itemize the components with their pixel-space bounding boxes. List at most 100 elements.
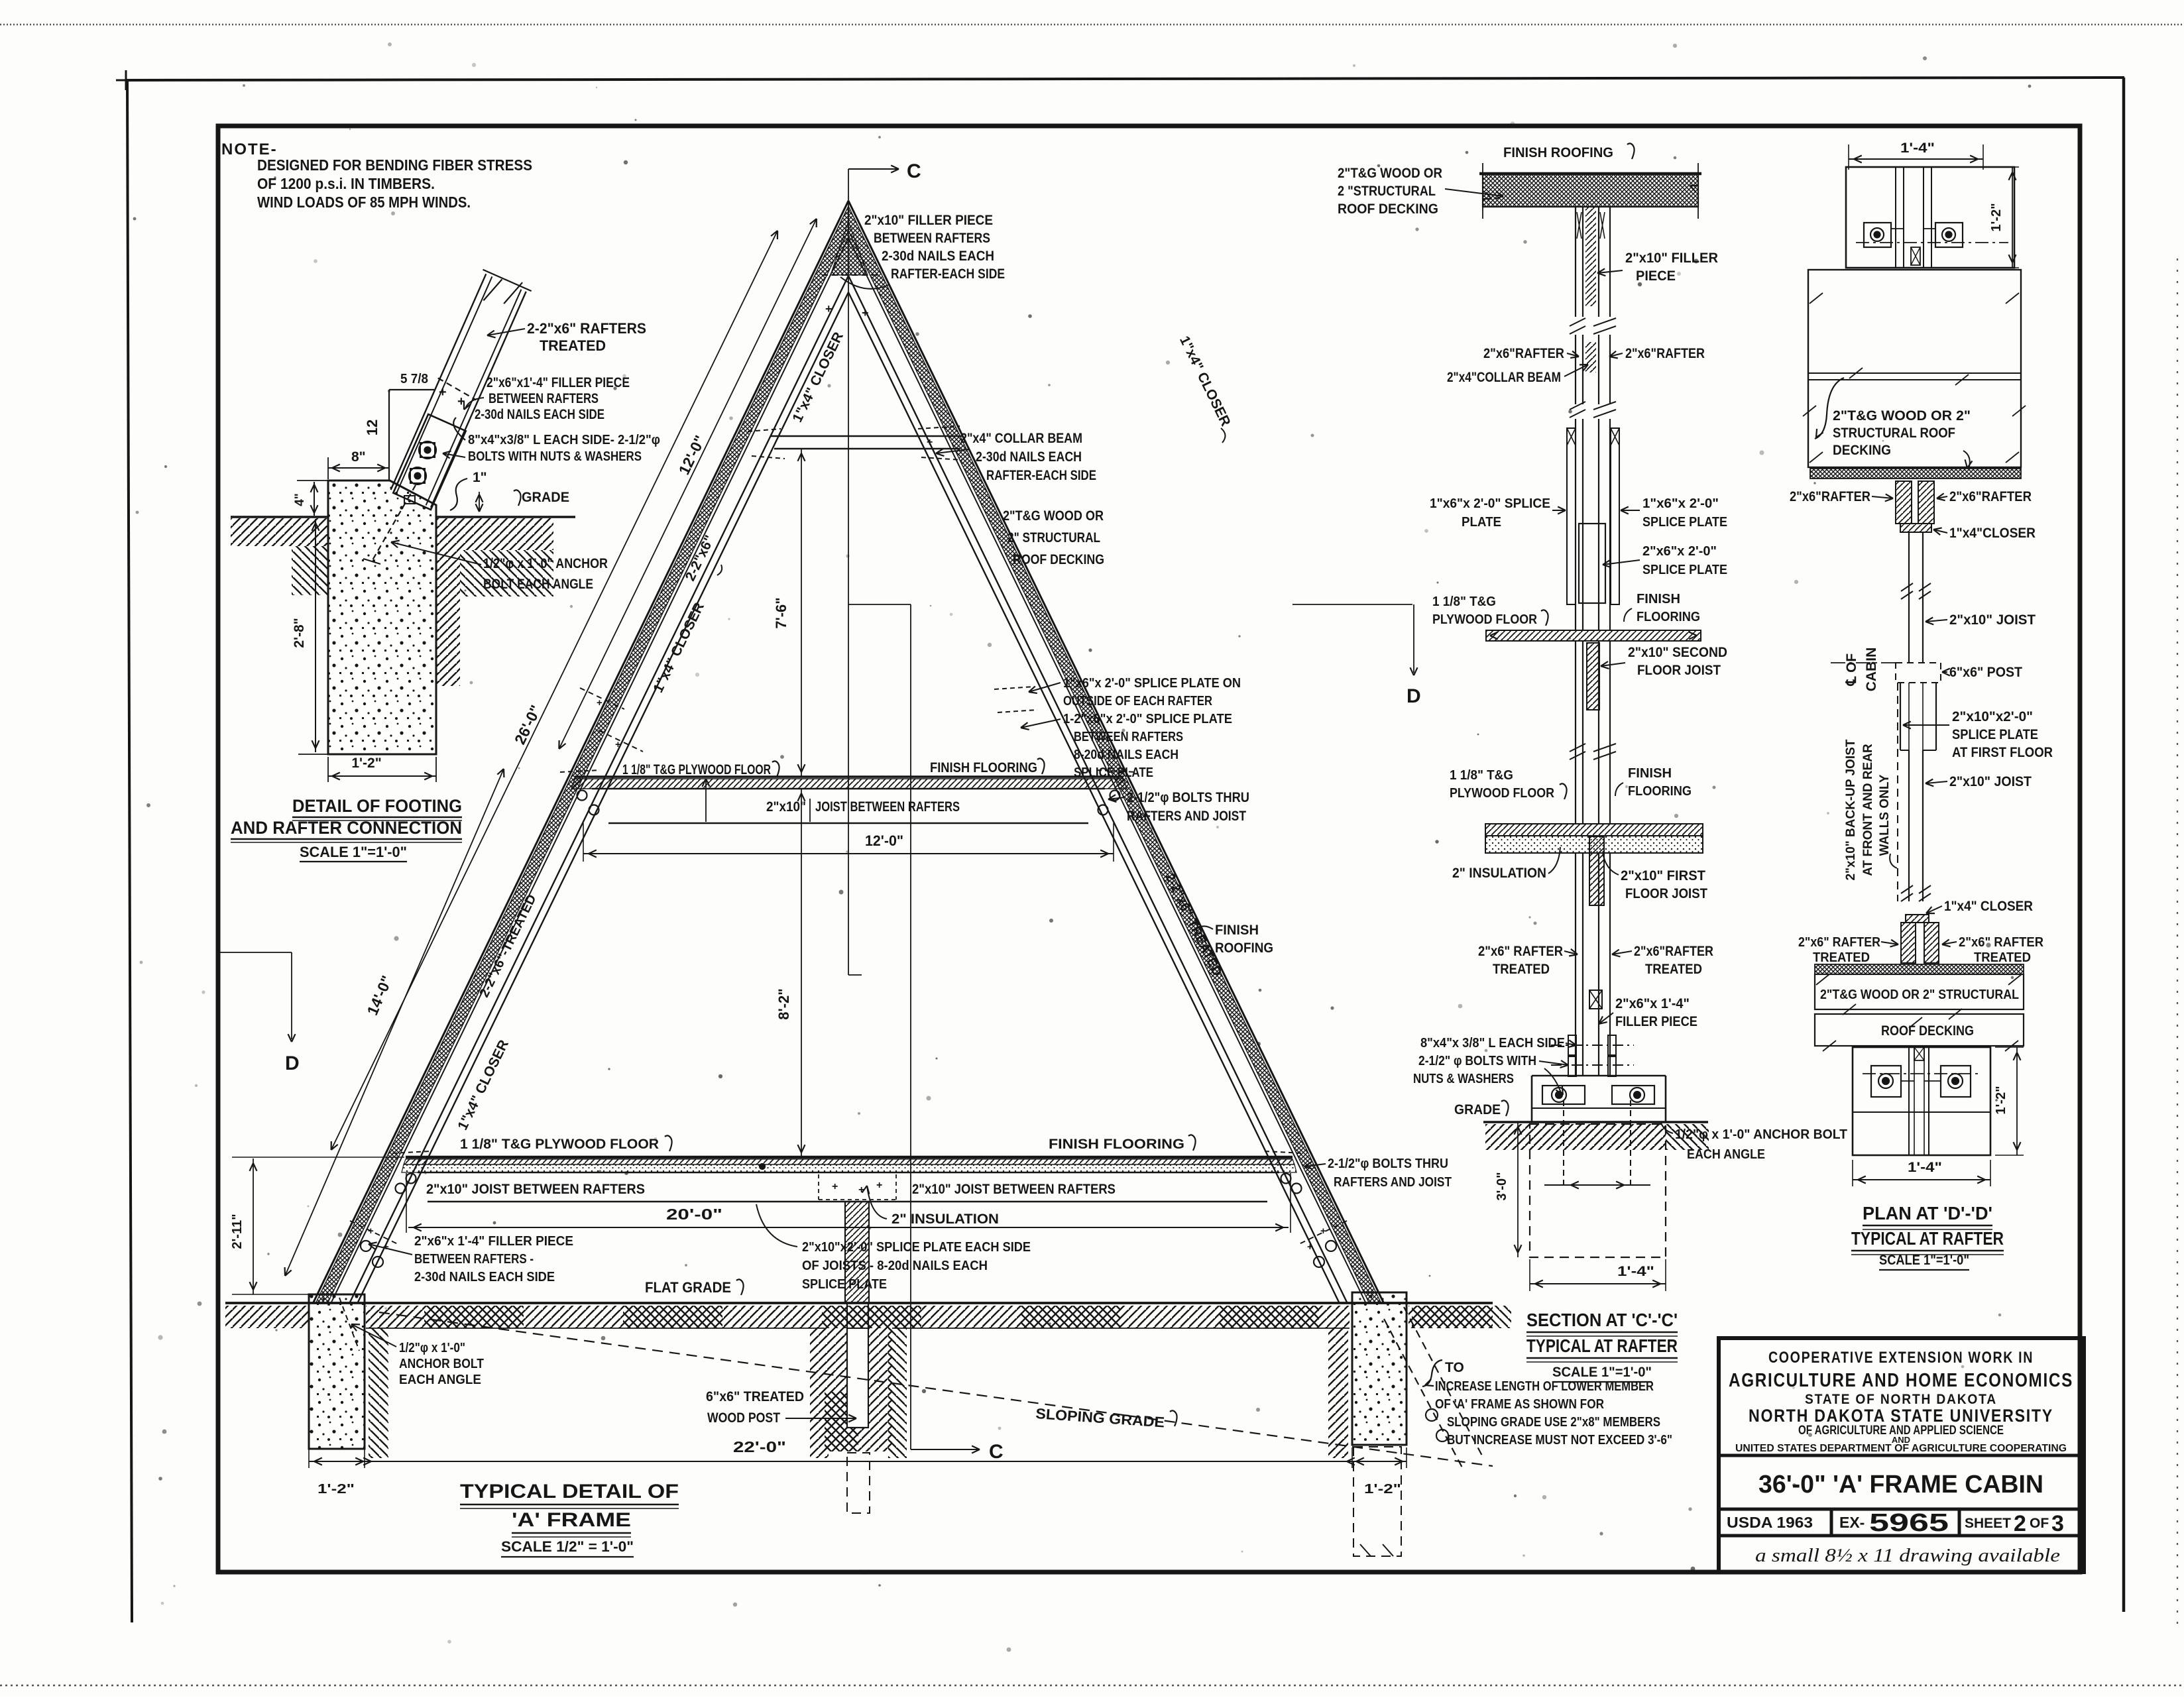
svg-text:2"x10" JOIST BETWEEN RAFTERS: 2"x10" JOIST BETWEEN RAFTERS	[426, 1182, 645, 1197]
svg-text:2-30d NAILS EACH SIDE: 2-30d NAILS EACH SIDE	[475, 407, 604, 422]
svg-text:2"x10"x2'-0" SPLICE PLATE EACH: 2"x10"x2'-0" SPLICE PLATE EACH SIDE	[802, 1240, 1031, 1255]
svg-text:PIECE: PIECE	[1636, 268, 1676, 284]
svg-text:2-2"x6" RAFTERS: 2-2"x6" RAFTERS	[527, 320, 646, 337]
svg-text:FINISH: FINISH	[1215, 923, 1259, 938]
svg-text:OF: OF	[2030, 1516, 2049, 1531]
svg-text:OF 1200 p.s.i. IN TIMBERS.: OF 1200 p.s.i. IN TIMBERS.	[257, 175, 435, 192]
svg-text:8": 8"	[351, 449, 366, 465]
svg-text:2-30d NAILS EACH: 2-30d NAILS EACH	[976, 449, 1082, 465]
svg-text:SPLICE PLATE: SPLICE PLATE	[1642, 515, 1727, 530]
svg-text:2"T&G WOOD OR 2": 2"T&G WOOD OR 2"	[1833, 408, 1971, 424]
svg-text:1/2"φ x 1'-0" ANCHOR: 1/2"φ x 1'-0" ANCHOR	[483, 556, 608, 571]
svg-text:2"x4"COLLAR BEAM: 2"x4"COLLAR BEAM	[1447, 370, 1561, 385]
svg-text:2'-8": 2'-8"	[292, 618, 307, 648]
svg-text:+: +	[383, 1241, 389, 1253]
svg-text:C: C	[989, 1441, 1004, 1463]
svg-text:RAFTER-EACH SIDE: RAFTER-EACH SIDE	[986, 468, 1096, 483]
svg-text:ROOF DECKING: ROOF DECKING	[1013, 552, 1104, 567]
svg-text:2"T&G WOOD OR 2" STRUCTURAL: 2"T&G WOOD OR 2" STRUCTURAL	[1820, 988, 2019, 1002]
svg-text:1'-4": 1'-4"	[1900, 141, 1935, 156]
svg-text:8"x4"x3/8" L EACH SIDE- 2-1/2": 8"x4"x3/8" L EACH SIDE- 2-1/2"φ	[468, 433, 660, 447]
svg-text:2: 2	[2014, 1511, 2026, 1536]
svg-text:+: +	[368, 1225, 374, 1237]
svg-text:36'-0" 'A' FRAME CABIN: 36'-0" 'A' FRAME CABIN	[1758, 1471, 2043, 1499]
svg-text:2"x10" FILLER: 2"x10" FILLER	[1625, 251, 1718, 266]
svg-text:RAFTERS AND JOIST: RAFTERS AND JOIST	[1334, 1175, 1452, 1190]
svg-text:TREATED: TREATED	[1813, 950, 1870, 965]
svg-text:FLOOR JOIST: FLOOR JOIST	[1637, 663, 1721, 678]
svg-text:2"x10": 2"x10"	[766, 799, 806, 815]
svg-text:BETWEEN RAFTERS: BETWEEN RAFTERS	[489, 391, 599, 406]
svg-text:RAFTER-EACH SIDE: RAFTER-EACH SIDE	[891, 266, 1005, 282]
svg-text:8"x4"x 3/8" L EACH SIDE: 8"x4"x 3/8" L EACH SIDE	[1420, 1036, 1565, 1050]
svg-text:1 1/8" T&G PLYWOOD FLOOR: 1 1/8" T&G PLYWOOD FLOOR	[460, 1137, 659, 1152]
svg-text:1'-2": 1'-2"	[1989, 203, 2004, 231]
svg-text:2"x6"RAFTER: 2"x6"RAFTER	[1483, 346, 1564, 361]
svg-text:1 1/8" T&G PLYWOOD FLOOR: 1 1/8" T&G PLYWOOD FLOOR	[622, 762, 771, 777]
svg-text:℄ OF: ℄ OF	[1844, 653, 1859, 687]
svg-text:PLATE: PLATE	[1462, 515, 1501, 530]
svg-text:2"x6"x 1'-4" FILLER PIECE: 2"x6"x 1'-4" FILLER PIECE	[414, 1234, 573, 1249]
svg-text:1 1/8" T&G: 1 1/8" T&G	[1432, 595, 1496, 609]
svg-text:TREATED: TREATED	[540, 337, 606, 354]
svg-text:3: 3	[2051, 1511, 2064, 1536]
svg-text:JOIST BETWEEN RAFTERS: JOIST BETWEEN RAFTERS	[815, 799, 960, 815]
svg-text:STATE OF NORTH DAKOTA: STATE OF NORTH DAKOTA	[1805, 1392, 1997, 1407]
svg-text:2"x10" FIRST: 2"x10" FIRST	[1621, 868, 1705, 883]
svg-text:1'-4": 1'-4"	[1908, 1160, 1942, 1175]
svg-text:2"x6"RAFTER: 2"x6"RAFTER	[1790, 489, 1870, 504]
svg-text:2-30d NAILS EACH: 2-30d NAILS EACH	[882, 249, 994, 264]
svg-text:DETAIL OF FOOTING: DETAIL OF FOOTING	[292, 796, 462, 816]
svg-text:BUT INCREASE MUST NOT EXCEED 3: BUT INCREASE MUST NOT EXCEED 3'-6"	[1447, 1433, 1672, 1447]
svg-text:DECKING: DECKING	[1833, 443, 1891, 458]
svg-text:UNITED STATES DEPARTMENT OF AG: UNITED STATES DEPARTMENT OF AGRICULTURE …	[1735, 1443, 2067, 1454]
svg-text:a small 8½ x 11 drawing availa: a small 8½ x 11 drawing available	[1755, 1546, 2060, 1566]
svg-text:COOPERATIVE EXTENSION WORK IN: COOPERATIVE EXTENSION WORK IN	[1768, 1349, 2034, 1367]
svg-text:2"x10"x2'-0": 2"x10"x2'-0"	[1952, 709, 2033, 724]
svg-text:1"x6"x 2'-0" SPLICE: 1"x6"x 2'-0" SPLICE	[1430, 496, 1550, 511]
svg-text:+: +	[439, 385, 447, 400]
svg-text:BETWEEN RAFTERS -: BETWEEN RAFTERS -	[414, 1252, 534, 1267]
svg-text:SPLICE PLATE: SPLICE PLATE	[1642, 563, 1727, 577]
svg-text:OUTSIDE OF EACH RAFTER: OUTSIDE OF EACH RAFTER	[1063, 694, 1212, 708]
svg-text:2"x6" RAFTER: 2"x6" RAFTER	[1478, 944, 1563, 959]
svg-text:EACH ANGLE: EACH ANGLE	[1687, 1147, 1765, 1162]
svg-text:+: +	[927, 437, 933, 448]
svg-text:2-30d NAILS EACH SIDE: 2-30d NAILS EACH SIDE	[414, 1270, 555, 1284]
svg-text:NOTE-: NOTE-	[221, 141, 278, 158]
svg-text:ROOF DECKING: ROOF DECKING	[1881, 1023, 1974, 1039]
svg-text:1"x4" CLOSER: 1"x4" CLOSER	[1944, 899, 2033, 914]
svg-text:TYPICAL AT RAFTER: TYPICAL AT RAFTER	[1851, 1228, 2004, 1249]
svg-text:USDA 1963: USDA 1963	[1727, 1514, 1813, 1531]
svg-text:RAFTERS AND JOIST: RAFTERS AND JOIST	[1127, 809, 1246, 824]
svg-text:2"x10" JOIST BETWEEN RAFTERS: 2"x10" JOIST BETWEEN RAFTERS	[912, 1182, 1116, 1197]
svg-text:WALLS ONLY: WALLS ONLY	[1878, 774, 1892, 856]
svg-text:FLAT GRADE: FLAT GRADE	[645, 1279, 731, 1296]
svg-text:AGRICULTURE AND HOME ECONOMICS: AGRICULTURE AND HOME ECONOMICS	[1729, 1370, 2073, 1391]
svg-text:12'-0": 12'-0"	[865, 832, 903, 849]
svg-text:OF 'A' FRAME AS SHOWN FOR: OF 'A' FRAME AS SHOWN FOR	[1435, 1397, 1604, 1412]
svg-text:FINISH: FINISH	[1628, 766, 1672, 781]
svg-text:FLOORING: FLOORING	[1628, 784, 1692, 799]
svg-text:AT FIRST FLOOR: AT FIRST FLOOR	[1952, 745, 2053, 760]
svg-text:2-1/2"φ BOLTS THRU: 2-1/2"φ BOLTS THRU	[1328, 1157, 1448, 1171]
svg-text:+: +	[862, 306, 869, 319]
svg-text:1-2"x6"x 2'-0" SPLICE PLATE: 1-2"x6"x 2'-0" SPLICE PLATE	[1063, 712, 1232, 726]
svg-text:C: C	[907, 160, 921, 182]
svg-text:4": 4"	[293, 493, 307, 506]
svg-text:2"x6"x 2'-0": 2"x6"x 2'-0"	[1642, 544, 1717, 559]
svg-text:OF JOISTS - 8-20d NAILS EACH: OF JOISTS - 8-20d NAILS EACH	[802, 1259, 988, 1273]
svg-text:1/2"φ x 1'-0" ANCHOR BOLT: 1/2"φ x 1'-0" ANCHOR BOLT	[1675, 1127, 1847, 1142]
svg-text:SCALE 1"=1'-0": SCALE 1"=1'-0"	[1879, 1253, 1969, 1268]
svg-text:PLAN AT 'D'-'D': PLAN AT 'D'-'D'	[1863, 1203, 1992, 1223]
svg-text:FLOOR JOIST: FLOOR JOIST	[1625, 886, 1707, 901]
svg-text:2"T&G WOOD OR: 2"T&G WOOD OR	[1338, 166, 1442, 181]
svg-text:2"x6"RAFTER: 2"x6"RAFTER	[1634, 944, 1713, 959]
svg-text:22'-0": 22'-0"	[733, 1438, 786, 1455]
svg-text:2" STRUCTURAL: 2" STRUCTURAL	[1007, 530, 1100, 545]
svg-text:2 "STRUCTURAL: 2 "STRUCTURAL	[1338, 184, 1436, 199]
svg-text:2"x10" FILLER PIECE: 2"x10" FILLER PIECE	[864, 213, 993, 228]
svg-text:+: +	[1320, 1225, 1326, 1237]
svg-text:WOOD POST: WOOD POST	[707, 1410, 780, 1426]
svg-text:1'-2": 1'-2"	[1364, 1482, 1401, 1497]
